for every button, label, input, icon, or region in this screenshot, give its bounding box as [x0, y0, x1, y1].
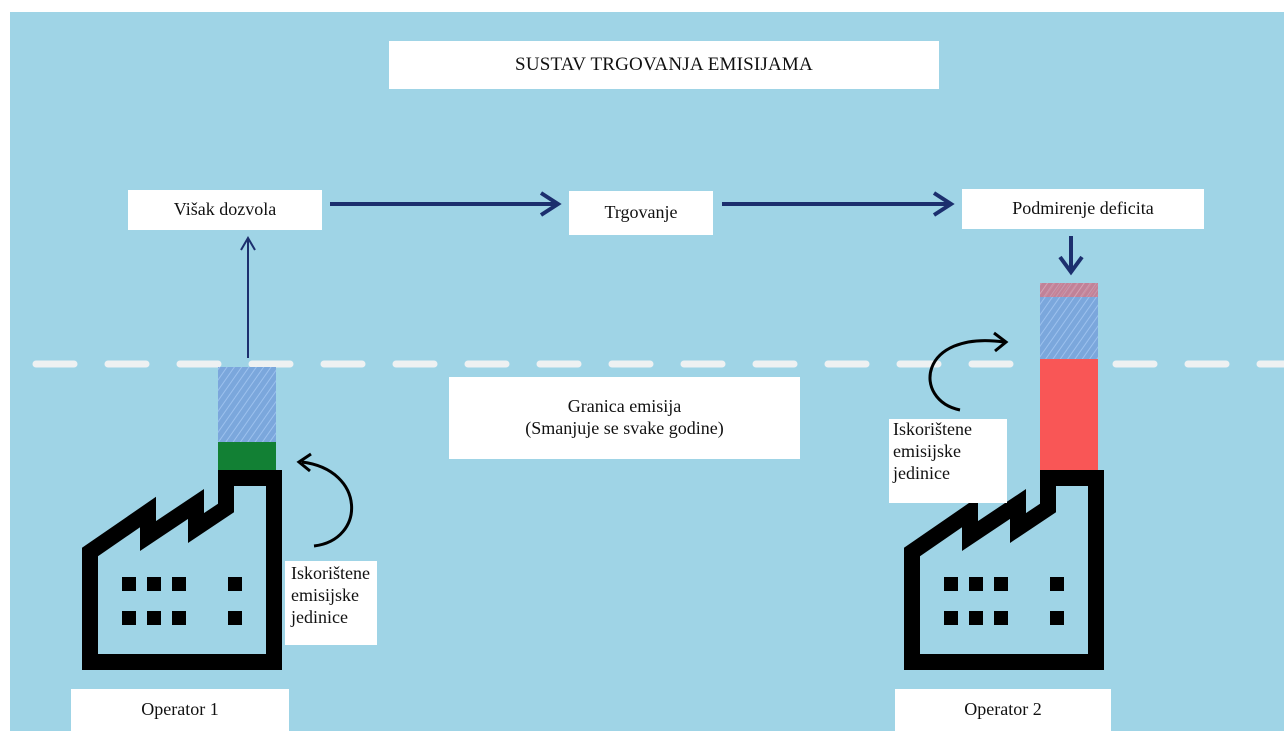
deficit-settlement-label: Podmirenje deficita: [1012, 198, 1154, 219]
operator2-used-units-box: Iskorištene emisijske jedinice: [889, 419, 1007, 503]
arrow-right-icon: [330, 191, 562, 217]
emissions-cap-label: Granica emisija: [567, 396, 682, 417]
used-units-line: Iskorištene: [893, 419, 972, 439]
surplus-allowances-box: Višak dozvola: [128, 190, 322, 230]
diagram-title: SUSTAV TRGOVANJA EMISIJAMA: [515, 54, 813, 76]
operator2-label-box: Operator 2: [895, 689, 1111, 731]
curved-arrow-icon: [928, 331, 1009, 412]
operator1-used-emissions-bar: [218, 442, 276, 475]
deficit-settlement-box: Podmirenje deficita: [962, 189, 1204, 229]
emissions-cap-box: Granica emisija (Smanjuje se svake godin…: [449, 377, 800, 459]
trading-box: Trgovanje: [569, 191, 713, 235]
operator1-surplus-allowance-bar: [218, 367, 276, 442]
arrow-down-icon: [1058, 236, 1084, 276]
used-units-line: Iskorištene: [291, 563, 370, 583]
used-units-line: jedinice: [893, 462, 950, 483]
operator2-hatched-top: [1040, 283, 1098, 297]
operator1-used-units-box: Iskorištene emisijske jedinice: [285, 561, 377, 645]
factory-icon: [82, 470, 282, 670]
surplus-allowances-label: Višak dozvola: [173, 199, 277, 220]
trading-label: Trgovanje: [604, 202, 678, 223]
used-units-line: emisijske: [893, 440, 961, 461]
factory-icon: [904, 470, 1104, 670]
arrow-up-icon: [240, 236, 256, 358]
arrow-right-icon: [722, 191, 955, 217]
used-units-line: jedinice: [291, 606, 348, 627]
operator1-label-box: Operator 1: [71, 689, 289, 731]
operator1-label: Operator 1: [141, 699, 219, 720]
curved-arrow-icon: [296, 452, 353, 548]
used-units-line: emisijske: [291, 584, 359, 605]
emissions-cap-note: (Smanjuje se svake godine): [525, 418, 724, 438]
operator2-label: Operator 2: [964, 699, 1042, 720]
diagram-title-box: SUSTAV TRGOVANJA EMISIJAMA: [389, 41, 939, 89]
